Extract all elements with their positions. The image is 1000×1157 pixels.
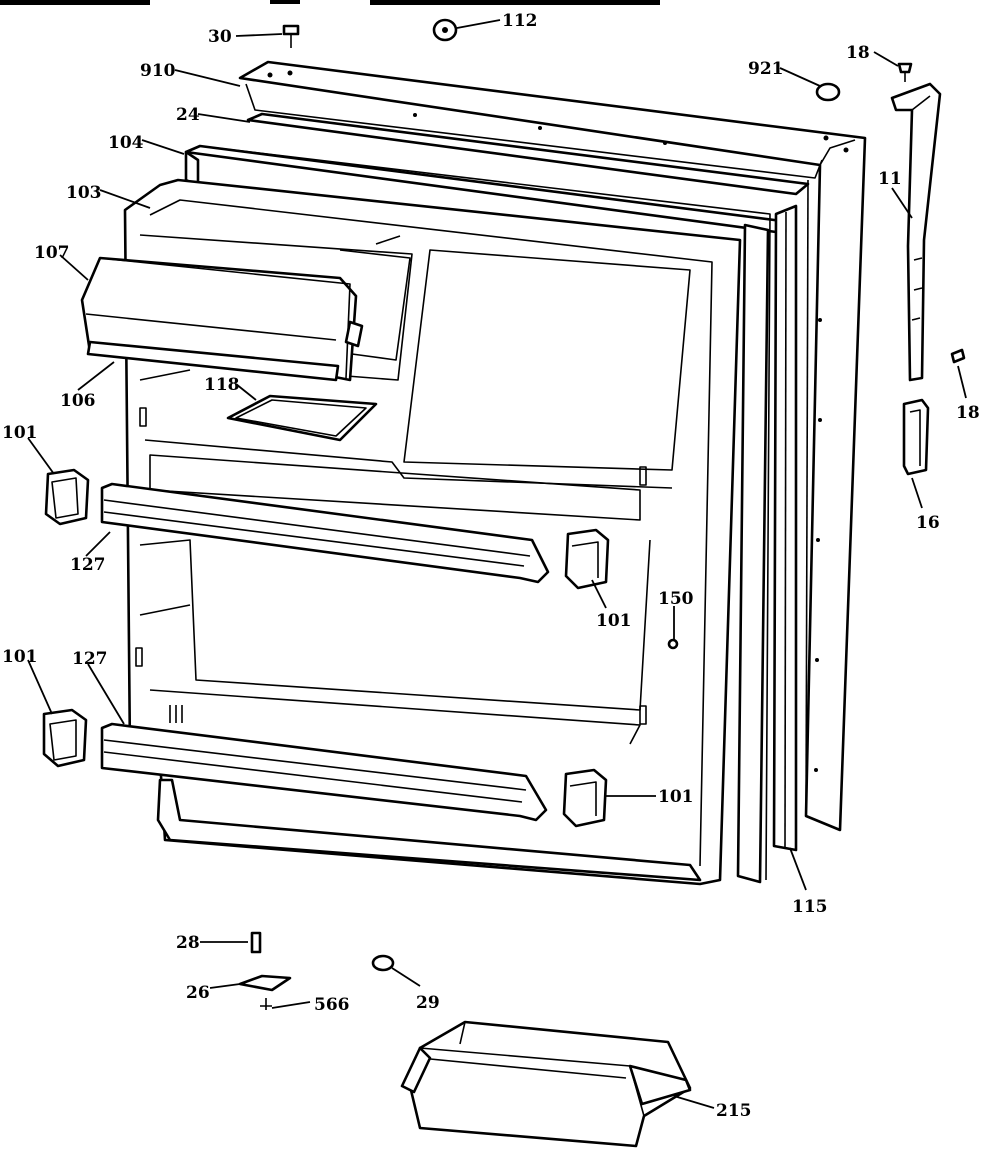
callout-label: 910 <box>140 61 176 81</box>
callout-label: 101 <box>658 787 694 807</box>
door-bin <box>400 1020 692 1148</box>
callout-label: 24 <box>176 105 200 125</box>
callout-label: 29 <box>416 993 440 1013</box>
screws-and-plugs <box>238 18 966 1010</box>
callout-label: 566 <box>314 995 350 1015</box>
callout-label: 150 <box>658 589 694 609</box>
callout-label: 101 <box>596 611 632 631</box>
outer-door-panel <box>238 60 867 832</box>
butter-tray <box>226 394 378 442</box>
callout-label: 18 <box>956 403 980 423</box>
callout-label: 28 <box>176 933 200 953</box>
callout-label: 11 <box>878 169 902 189</box>
door-hinge <box>890 82 942 382</box>
callout-label: 112 <box>502 11 538 31</box>
callout-label: 115 <box>792 897 828 917</box>
shelf-end-caps <box>42 468 610 828</box>
top-cropped-bars <box>0 0 660 5</box>
callout-label: 103 <box>66 183 102 203</box>
callout-label: 127 <box>72 649 108 669</box>
callout-label: 215 <box>716 1101 752 1121</box>
callout-label: 101 <box>2 423 38 443</box>
callout-label: 30 <box>208 27 232 47</box>
callout-label: 127 <box>70 555 106 575</box>
callout-label: 118 <box>204 375 240 395</box>
callout-label: 107 <box>34 243 70 263</box>
callout-label: 18 <box>846 43 870 63</box>
callout-label: 106 <box>60 391 96 411</box>
callout-labels: 30 112 910 24 104 103 107 106 118 101 10… <box>2 11 980 1121</box>
upper-shelf-bar <box>100 482 550 584</box>
callout-label: 101 <box>2 647 38 667</box>
lower-shelf-bar <box>100 722 548 822</box>
callout-label: 921 <box>748 59 784 79</box>
callout-label: 16 <box>916 513 940 533</box>
gasket-strip <box>772 204 798 852</box>
door-gasket-frame <box>184 112 810 884</box>
callout-label: 104 <box>108 133 144 153</box>
dairy-compartment-housing <box>339 235 411 361</box>
leader-lines <box>27 19 967 1109</box>
callout-label: 26 <box>186 983 210 1003</box>
hinge-cover <box>902 398 930 476</box>
dairy-compartment-door <box>80 256 364 382</box>
